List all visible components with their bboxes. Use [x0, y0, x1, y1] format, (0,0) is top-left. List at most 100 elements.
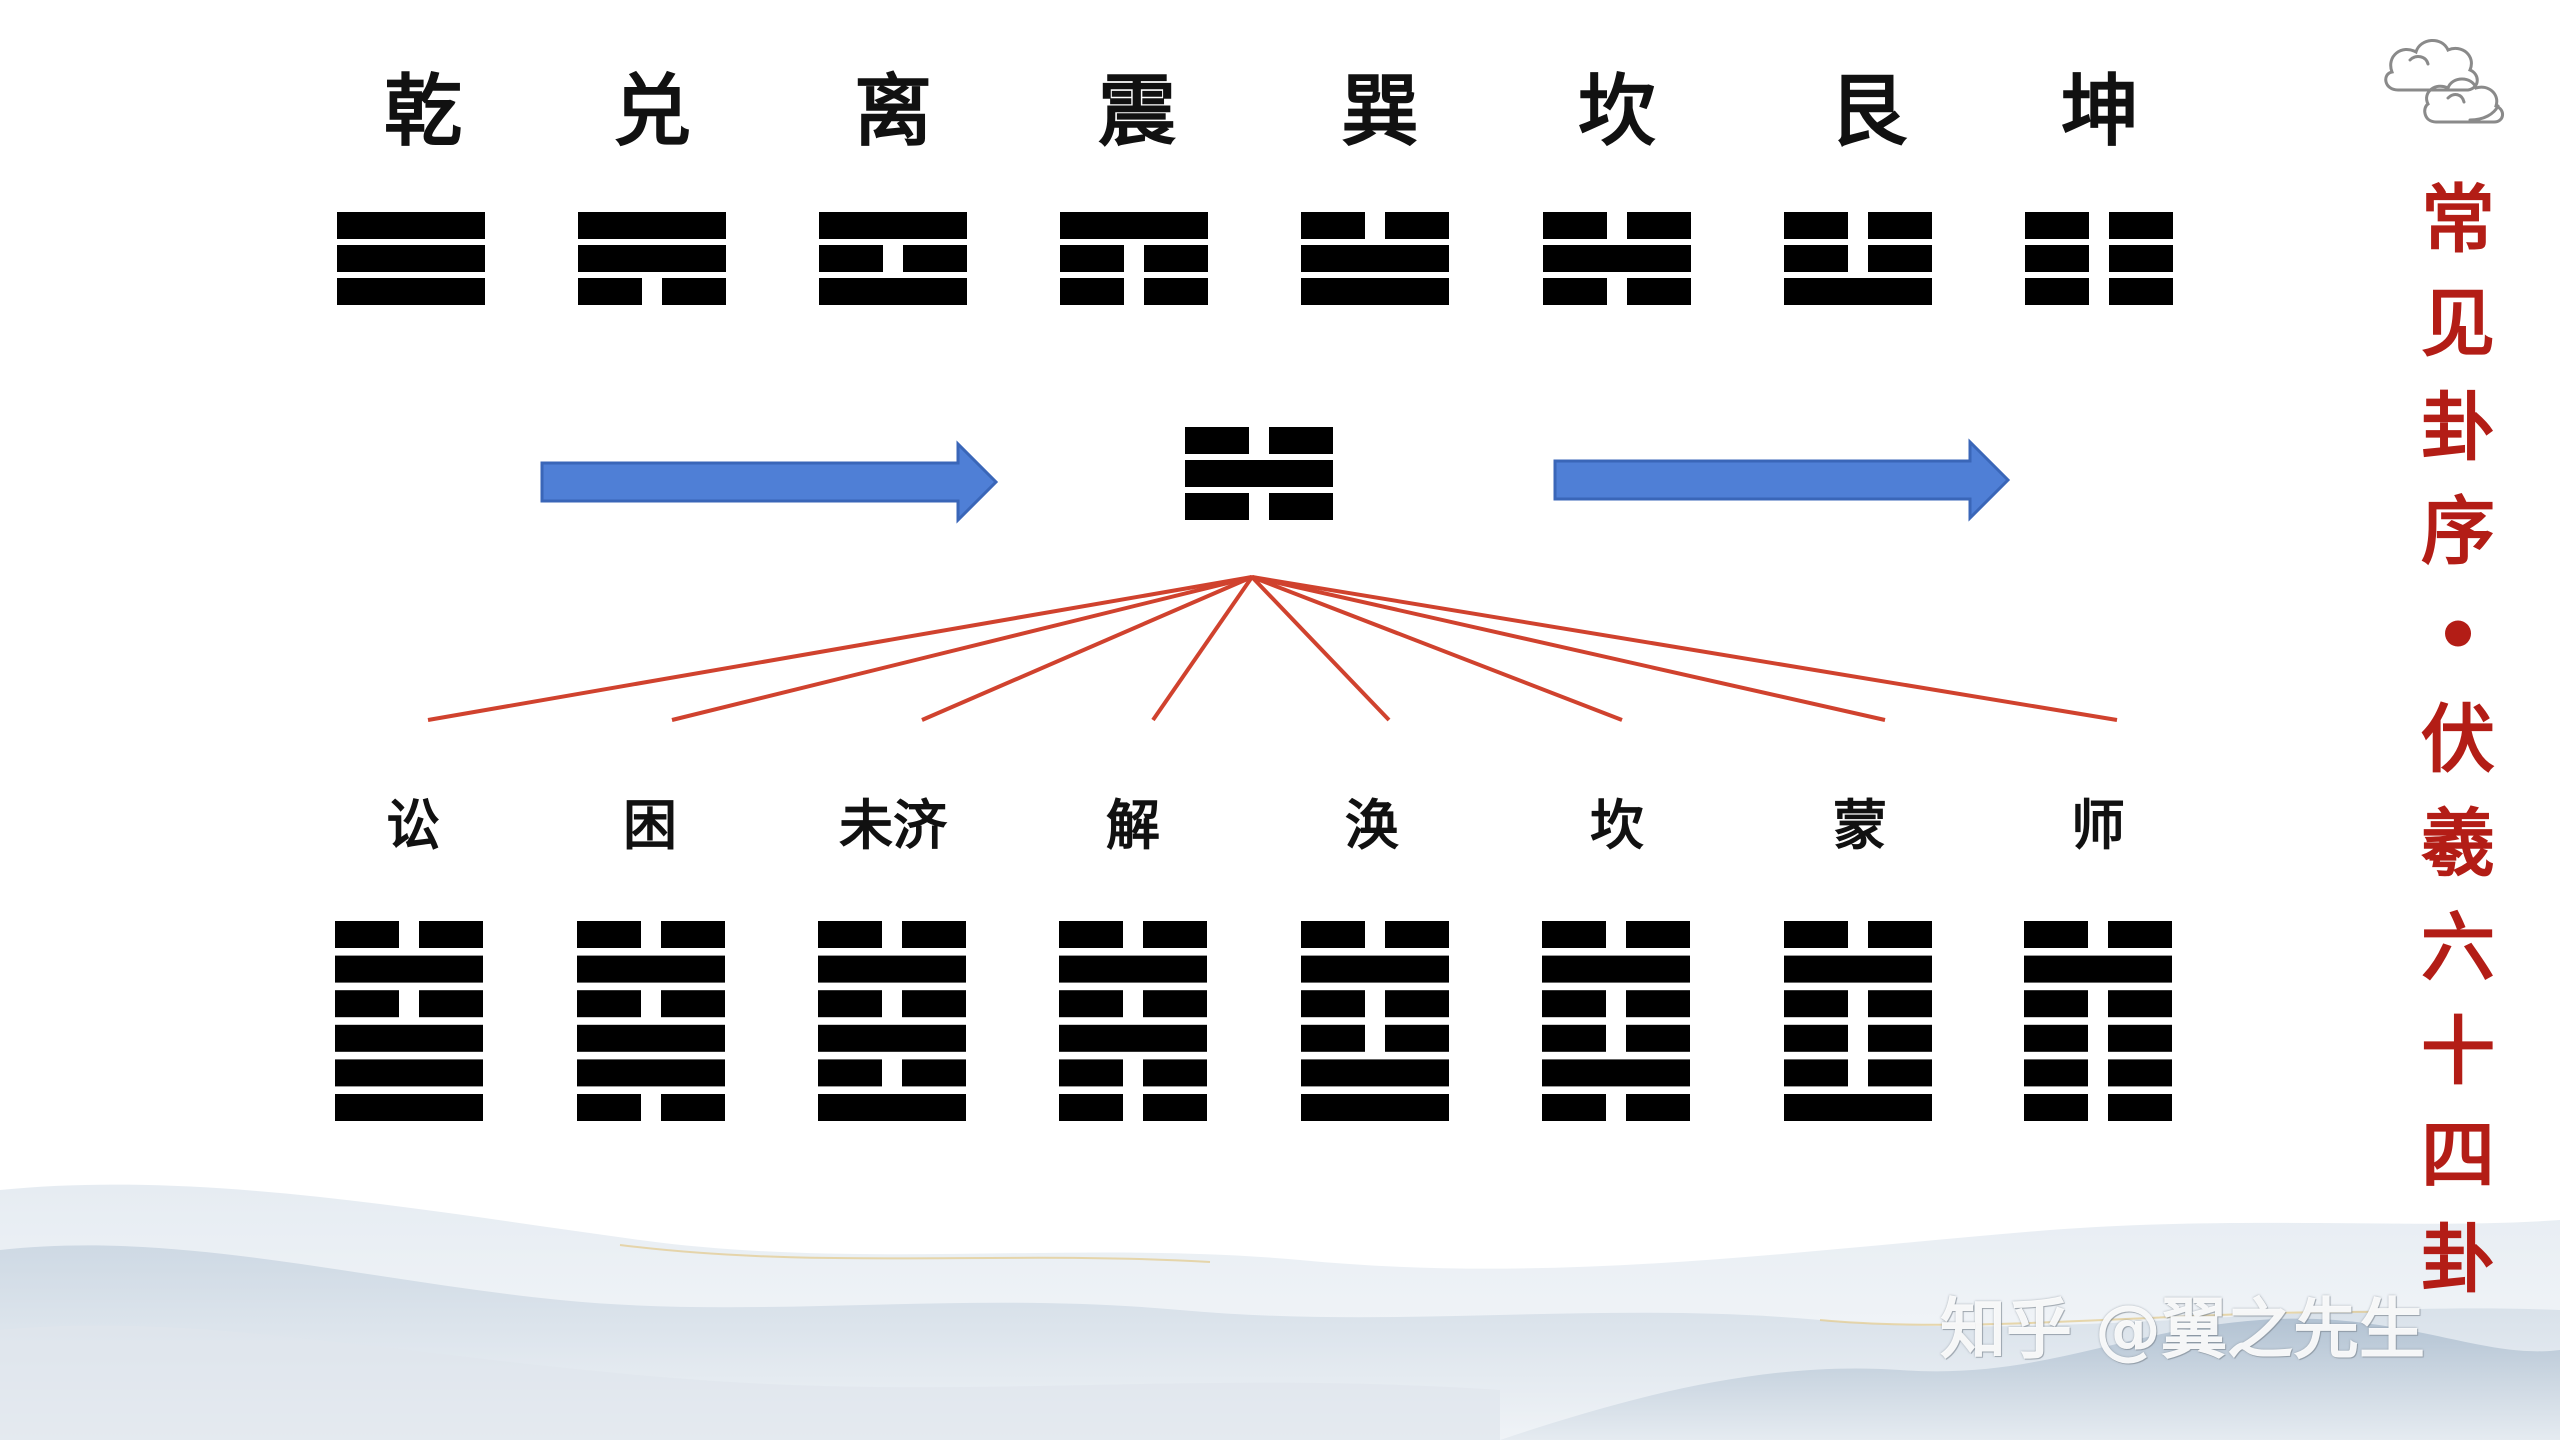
yin-line-segment [419, 921, 483, 948]
yin-line-segment [1784, 1024, 1848, 1052]
yin-line-segment [1143, 990, 1207, 1018]
yang-line [1185, 460, 1333, 487]
hexagram-label: 困 [623, 793, 677, 857]
yang-line [1301, 1094, 1449, 1121]
yin-line-segment [1059, 990, 1123, 1018]
title-char: 卦 [2421, 385, 2495, 471]
yin-line-segment [1385, 921, 1449, 948]
yang-line [819, 212, 967, 239]
yin-line-segment [1868, 990, 1932, 1018]
yin-line-segment [1385, 212, 1449, 239]
arrow-group [540, 438, 2011, 524]
yang-line [1784, 1094, 1932, 1121]
yin-line-segment [335, 990, 399, 1018]
yin-line-segment [1627, 278, 1691, 305]
trigram-label: 巽 [1340, 66, 1420, 157]
trigram [1784, 212, 1932, 305]
yin-line-segment [2108, 1024, 2172, 1052]
hexagram-label: 讼 [386, 793, 440, 857]
yin-line-segment [1543, 278, 1607, 305]
yang-line [578, 245, 726, 272]
hexagram-label: 未济 [839, 793, 947, 857]
yin-line-segment [1543, 212, 1607, 239]
hexagram-label: 坎 [1590, 793, 1644, 857]
trigram [1060, 212, 1208, 305]
yang-line [819, 278, 967, 305]
yin-line-segment [2109, 245, 2173, 272]
yin-line-segment [1627, 212, 1691, 239]
yin-line-segment [2108, 1059, 2172, 1087]
title-char: 卦 [2421, 1217, 2495, 1303]
title-separator: • [2434, 593, 2482, 679]
yang-line [1784, 955, 1932, 983]
yin-line-segment [1059, 1094, 1123, 1121]
trigram-row [337, 212, 2173, 305]
hexagram-label: 蒙 [1833, 793, 1887, 857]
arrow-right-icon [540, 440, 999, 524]
yang-line [818, 1024, 966, 1052]
yin-line-segment [903, 245, 967, 272]
yin-line-segment [1626, 1024, 1690, 1052]
yin-line-segment [2024, 990, 2088, 1018]
trigram-label: 乾 [383, 66, 463, 157]
connector-line [1251, 575, 1886, 722]
yin-line-segment [2108, 921, 2172, 948]
yin-line-segment [818, 990, 882, 1018]
connector-line [1251, 575, 2118, 722]
trigram-label: 艮 [1828, 66, 1908, 157]
hexagram [2024, 921, 2172, 1121]
yin-line-segment [1301, 921, 1365, 948]
yang-line [577, 1024, 725, 1052]
yin-line-segment [2108, 990, 2172, 1018]
yin-line-segment [1143, 921, 1207, 948]
connector-line [1151, 575, 1254, 722]
yin-line-segment [1269, 427, 1333, 454]
hexagram-row [335, 921, 2172, 1121]
yin-line-segment [1301, 212, 1365, 239]
title-char: 四 [2421, 1113, 2495, 1199]
yang-line [335, 1059, 483, 1087]
trigram [1301, 212, 1449, 305]
hexagram [577, 921, 725, 1121]
yin-line-segment [2024, 1059, 2088, 1087]
yin-line-segment [1868, 1059, 1932, 1087]
trigram-label: 离 [853, 66, 933, 157]
trigram-label: 坤 [2060, 66, 2140, 157]
yin-line-segment [577, 1094, 641, 1121]
yang-line [337, 278, 485, 305]
yang-line [1784, 278, 1932, 305]
yin-line-segment [662, 278, 726, 305]
hexagram-label: 师 [2071, 793, 2125, 857]
yang-line [1543, 245, 1691, 272]
yin-line-segment [1868, 1024, 1932, 1052]
yin-line-segment [2108, 1094, 2172, 1121]
yin-line-segment [1185, 493, 1249, 520]
yang-line [337, 212, 485, 239]
connector-lines [427, 575, 2118, 722]
yang-line [335, 1024, 483, 1052]
title-char: 常 [2421, 177, 2495, 263]
yang-line [335, 1094, 483, 1121]
yin-line-segment [2025, 245, 2089, 272]
yin-line-segment [1185, 427, 1249, 454]
yin-line-segment [1784, 212, 1848, 239]
yin-line-segment [1059, 921, 1123, 948]
yin-line-segment [1784, 1059, 1848, 1087]
yang-line [1060, 212, 1208, 239]
arrow-right-icon [1553, 438, 2011, 522]
trigram-label: 兑 [612, 66, 692, 157]
connector-line [1251, 575, 1623, 722]
yin-line-segment [577, 921, 641, 948]
hexagram [335, 921, 483, 1121]
connector-line [427, 575, 1253, 722]
yang-line [1301, 1059, 1449, 1087]
yin-line-segment [819, 245, 883, 272]
hexagram [1301, 921, 1449, 1121]
title-char: 六 [2421, 905, 2495, 991]
title-char: 序 [2421, 489, 2495, 575]
yang-line [577, 955, 725, 983]
yin-line-segment [1868, 212, 1932, 239]
hexagram [1059, 921, 1207, 1121]
